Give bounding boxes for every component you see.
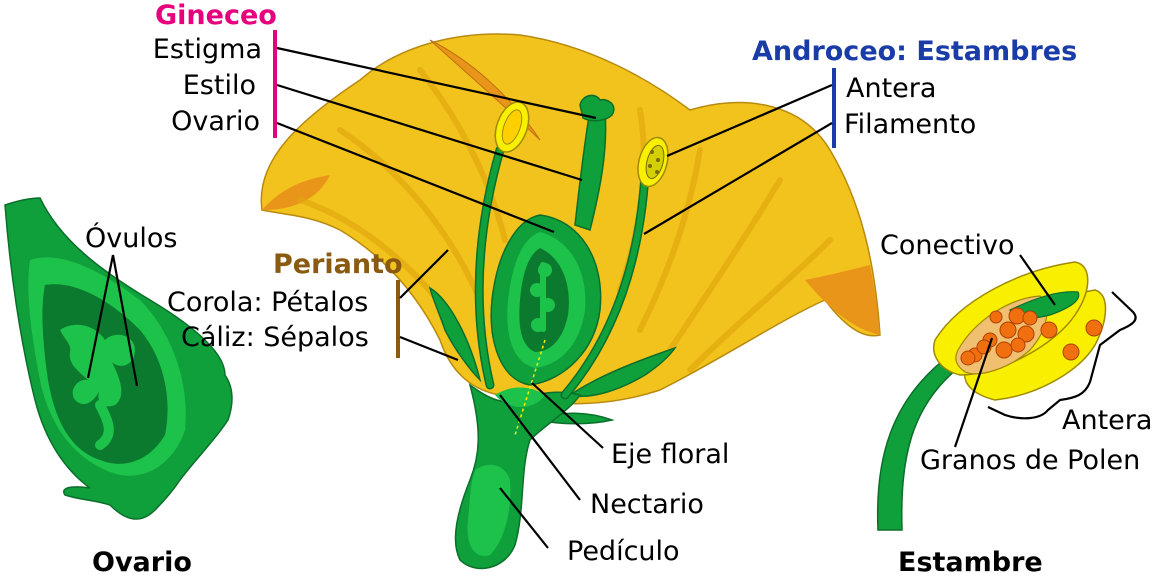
petal-fold-left xyxy=(262,175,330,210)
label-nectario: Nectario xyxy=(590,489,704,520)
ovary-panel-illustration xyxy=(4,197,233,520)
androceo-title: Androceo: Estambres xyxy=(752,36,1077,67)
label-eje-floral: Eje floral xyxy=(611,439,729,470)
label-ovario: Ovario xyxy=(171,106,260,137)
ovary-ovules xyxy=(60,324,135,450)
label-filamento: Filamento xyxy=(844,109,976,140)
pistil-stigma xyxy=(579,94,615,122)
gineceo-bracket xyxy=(273,30,277,138)
flower-illustration xyxy=(260,33,881,570)
label-granos-polen: Granos de Polen xyxy=(920,445,1140,476)
label-corola: Corola: Pétalos xyxy=(167,287,368,318)
label-estigma: Estigma xyxy=(153,34,262,65)
stamen-left-filament-fill xyxy=(476,147,503,388)
sepal-left xyxy=(428,286,482,383)
caption-ovario: Ovario xyxy=(92,547,192,578)
pollen-grains xyxy=(960,307,1103,366)
stamen-filament xyxy=(876,354,964,531)
leader-lines xyxy=(86,30,1056,549)
perianto-title: Perianto xyxy=(273,249,403,280)
androceo-bracket xyxy=(832,68,836,148)
gineceo-title: Gineceo xyxy=(155,0,277,31)
perianto-bracket xyxy=(396,280,400,358)
label-caliz: Cáliz: Sépalos xyxy=(181,322,369,353)
petal-fold-right xyxy=(805,265,880,335)
nectary xyxy=(495,387,545,408)
label-antera-detail: Antera xyxy=(1062,405,1152,436)
label-estilo: Estilo xyxy=(183,70,256,101)
label-ovulos: Óvulos xyxy=(85,222,177,254)
antera-brace xyxy=(987,291,1137,420)
stamen-right-filament-fill xyxy=(562,172,648,398)
label-pediculo: Pedículo xyxy=(567,536,680,567)
text-labels: Gineceo Estigma Estilo Ovario Androceo: … xyxy=(85,0,1152,578)
caption-estambre: Estambre xyxy=(898,547,1043,578)
petal-fold-top xyxy=(429,39,541,141)
stamen-panel-illustration xyxy=(876,261,1137,531)
sepal-right xyxy=(568,346,677,398)
floral-axis-line xyxy=(514,339,546,436)
label-conectivo: Conectivo xyxy=(880,230,1015,261)
pistil-ovules xyxy=(530,262,555,332)
corolla-petals xyxy=(260,33,881,405)
label-antera: Antera xyxy=(846,73,936,104)
pedicel-core xyxy=(467,464,511,556)
